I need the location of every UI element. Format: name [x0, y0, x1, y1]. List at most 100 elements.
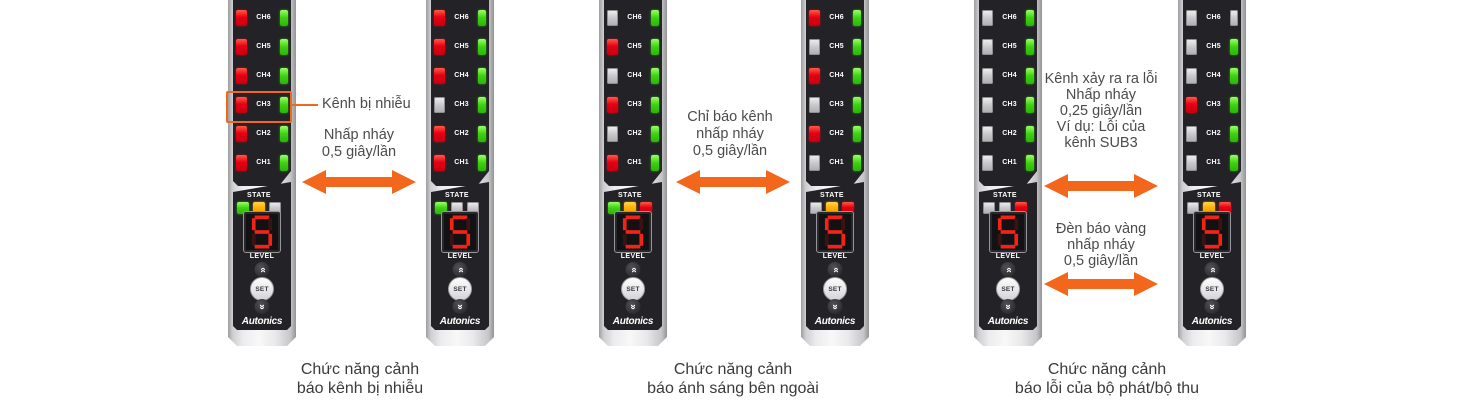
- channel-status-led: [434, 155, 445, 171]
- state-label: STATE: [1197, 192, 1221, 199]
- channel-row: CH6: [982, 9, 1034, 26]
- control-panel: STATE LEVEL « SET « Autonics: [979, 180, 1037, 330]
- channel-row: CH1: [434, 154, 486, 171]
- channel-status-led: [607, 68, 618, 84]
- channel-row: CH1: [607, 154, 659, 171]
- channel-sync-led: [478, 68, 486, 84]
- channel-row: CH5: [236, 38, 288, 55]
- channel-row: CH5: [434, 38, 486, 55]
- channel-row: CH3: [236, 96, 288, 113]
- blink-note-group1: Nhấp nháy 0,5 giây/lần: [321, 127, 397, 160]
- channel-row: CH4: [236, 67, 288, 84]
- channel-status-led: [982, 39, 993, 55]
- caption-emitter-receiver-error-warning: Chức năng cảnh báo lỗi của bộ phát/bộ th…: [1014, 361, 1200, 397]
- caption-interference-warning: Chức năng cảnh báo kênh bị nhiễu: [296, 361, 424, 397]
- channel-sync-led: [1230, 97, 1238, 113]
- channel-row: CH1: [982, 154, 1034, 171]
- control-panel: STATE LEVEL « SET « Autonics: [233, 180, 291, 330]
- up-button: «: [1205, 262, 1220, 277]
- channel-sync-led: [1230, 126, 1238, 142]
- channel-row: CH2: [236, 125, 288, 142]
- level-display: [1193, 211, 1231, 253]
- channel-status-led: [982, 68, 993, 84]
- channel-label: CH1: [256, 159, 271, 166]
- channel-label: CH4: [627, 72, 642, 79]
- channel-sync-led: [651, 10, 659, 26]
- channel-row: CH3: [982, 96, 1034, 113]
- up-button: «: [255, 262, 270, 277]
- channel-status-led: [1186, 39, 1197, 55]
- set-button: SET: [448, 277, 472, 301]
- down-button: «: [255, 299, 270, 314]
- channel-status-led: [809, 126, 820, 142]
- channel-row: CH1: [1186, 154, 1238, 171]
- autonics-logo: Autonics: [987, 316, 1029, 327]
- channel-label: CH5: [256, 43, 271, 50]
- channel-label: CH3: [829, 101, 844, 108]
- autonics-logo: Autonics: [439, 316, 481, 327]
- channel-status-led: [809, 68, 820, 84]
- control-panel: STATE LEVEL « SET « Autonics: [806, 180, 864, 330]
- channel-row: CH5: [809, 38, 861, 55]
- channel-label: CH1: [1206, 159, 1221, 166]
- channel-sync-led: [1026, 39, 1034, 55]
- channel-sync-led: [853, 68, 861, 84]
- channel-sync-led: [651, 68, 659, 84]
- channel-sync-led: [1230, 155, 1238, 171]
- channel-panel: CH6 CH5 CH4 CH3 CH2 CH1: [806, 0, 864, 186]
- level-label: LEVEL: [822, 253, 848, 260]
- channel-label: CH4: [454, 72, 469, 79]
- autonics-logo: Autonics: [612, 316, 654, 327]
- channel-status-led: [236, 126, 247, 142]
- channel-sync-led: [280, 97, 288, 113]
- double-arrow-icon: [1044, 171, 1158, 201]
- channel-row: CH6: [236, 9, 288, 26]
- channel-sync-led: [853, 39, 861, 55]
- channel-status-led: [607, 126, 618, 142]
- channel-row: CH6: [809, 9, 861, 26]
- channel-status-led: [236, 39, 247, 55]
- channel-status-led: [809, 10, 820, 26]
- channel-label: CH1: [1002, 159, 1017, 166]
- control-panel: STATE LEVEL « SET « Autonics: [604, 180, 662, 330]
- level-label: LEVEL: [620, 253, 646, 260]
- channel-label: CH3: [256, 101, 271, 108]
- channel-sync-led: [280, 68, 288, 84]
- channel-sync-led: [1026, 126, 1034, 142]
- channel-status-led: [809, 155, 820, 171]
- channel-row: CH6: [1186, 9, 1238, 26]
- down-button: «: [828, 299, 843, 314]
- channel-sync-led: [280, 39, 288, 55]
- channel-row: CH4: [434, 67, 486, 84]
- level-label: LEVEL: [995, 253, 1021, 260]
- channel-status-led: [1186, 97, 1197, 113]
- channel-sync-led: [478, 126, 486, 142]
- channel-status-led: [607, 10, 618, 26]
- channel-sync-led: [651, 39, 659, 55]
- channel-status-led: [236, 10, 247, 26]
- channel-status-led: [982, 10, 993, 26]
- channel-sync-led: [1026, 68, 1034, 84]
- channel-row: CH1: [236, 154, 288, 171]
- level-display: [441, 211, 479, 253]
- channel-sync-led: [478, 10, 486, 26]
- up-button: «: [828, 262, 843, 277]
- channel-status-led: [809, 39, 820, 55]
- channel-status-led: [982, 126, 993, 142]
- channel-row: CH5: [1186, 38, 1238, 55]
- state-label: STATE: [247, 192, 271, 199]
- channel-sync-led: [478, 97, 486, 113]
- up-button: «: [626, 262, 641, 277]
- channel-sync-led: [853, 155, 861, 171]
- channel-row: CH2: [607, 125, 659, 142]
- seven-segment-digit: [824, 214, 846, 250]
- channel-sync-led: [853, 10, 861, 26]
- blink-note-group2: Chỉ báo kênh nhấp nháy 0,5 giây/lần: [687, 109, 773, 159]
- channel-status-led: [982, 97, 993, 113]
- level-display: [614, 211, 652, 253]
- channel-row: CH2: [434, 125, 486, 142]
- channel-sync-led: [1026, 10, 1034, 26]
- channel-sync-led: [280, 10, 288, 26]
- channel-sync-led: [478, 39, 486, 55]
